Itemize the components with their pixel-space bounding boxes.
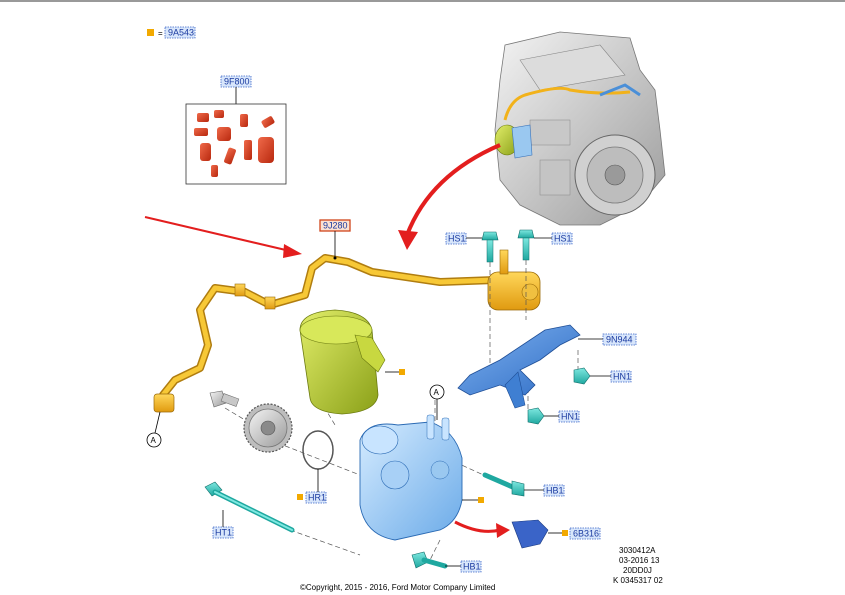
legend: = 9A543 (147, 26, 196, 39)
ref-a-left: A (146, 411, 162, 448)
kit-callout: 9F800 (224, 77, 250, 87)
ref-a-right: A (429, 384, 445, 420)
reference-block: 3030412A 03-2016 13 20DD0J K 0345317 02 (613, 546, 663, 585)
legend-equals: = (158, 29, 163, 38)
callout-hb1-right[interactable]: HB1 (524, 484, 565, 497)
vacuum-pump (359, 414, 463, 541)
callout-ht1-label: HT1 (215, 528, 232, 538)
bracket-9n944 (457, 324, 581, 409)
pipe-connector (153, 393, 175, 413)
callout-hb1-right-label: HB1 (546, 486, 564, 496)
ref-a-left-label: A (151, 436, 157, 445)
callout-9j280-label: 9J280 (323, 221, 348, 231)
callout-hr1[interactable]: HR1 (297, 469, 327, 504)
callout-hs1-left-label: HS1 (448, 234, 466, 244)
ref-line-4: K 0345317 02 (613, 576, 663, 585)
ref-line-2: 03-2016 13 (619, 556, 660, 565)
red-arrows (144, 143, 510, 538)
callout-hn1-upper[interactable]: HN1 (590, 370, 632, 383)
callout-6b316[interactable]: 6B316 (548, 527, 601, 540)
pump-marker (462, 497, 484, 503)
ref-line-1: 3030412A (619, 546, 656, 555)
alignment-lines (224, 260, 579, 561)
pipe-valve (487, 271, 541, 311)
callout-hs1-left[interactable]: HS1 (445, 232, 482, 245)
callout-ht1[interactable]: HT1 (212, 510, 234, 539)
callout-hn1-lower-label: HN1 (561, 412, 579, 422)
callout-hs1-right-label: HS1 (554, 234, 572, 244)
kit-9f800[interactable]: 9F800 (185, 75, 287, 185)
heat-shield-6b316 (511, 519, 549, 549)
engine-block-illustration (494, 31, 666, 226)
o-ring (302, 430, 334, 470)
filter-green (299, 309, 386, 415)
copyright-text: ©Copyright, 2015 - 2016, Ford Motor Comp… (300, 583, 495, 592)
filter-marker (385, 369, 405, 375)
bolt-hb1-right (482, 472, 525, 497)
legend-code-box (164, 26, 196, 39)
stud-ht1 (204, 481, 295, 533)
callout-hs1-right[interactable]: HS1 (534, 232, 573, 245)
bolt-hb1-bottom (411, 551, 448, 569)
nut-hn1-lower (527, 407, 545, 425)
callout-hn1-upper-label: HN1 (613, 372, 631, 382)
callout-hb1-bottom[interactable]: HB1 (445, 560, 482, 573)
kit-caps (194, 110, 275, 177)
callout-hb1-bottom-label: HB1 (463, 562, 481, 572)
callout-6b316-label: 6B316 (573, 529, 599, 539)
callout-hr1-label: HR1 (308, 493, 326, 503)
vacuum-pipe-9j280[interactable] (153, 249, 541, 413)
callout-9n944-label: 9N944 (606, 335, 633, 345)
legend-code: 9A543 (168, 28, 194, 38)
bolt-hs1-left (481, 231, 499, 263)
callout-9j280[interactable]: 9J280 (319, 219, 351, 260)
gear-bolt (209, 390, 240, 408)
callout-9n944[interactable]: 9N944 (578, 333, 637, 346)
callout-hn1-lower[interactable]: HN1 (544, 410, 580, 423)
legend-swatch (147, 29, 154, 36)
ref-a-right-label: A (434, 388, 440, 397)
ref-line-3: 20DD0J (623, 566, 652, 575)
bolt-hs1-right (517, 229, 535, 261)
gear-sprocket (243, 403, 293, 453)
nut-hn1-upper (573, 367, 591, 385)
